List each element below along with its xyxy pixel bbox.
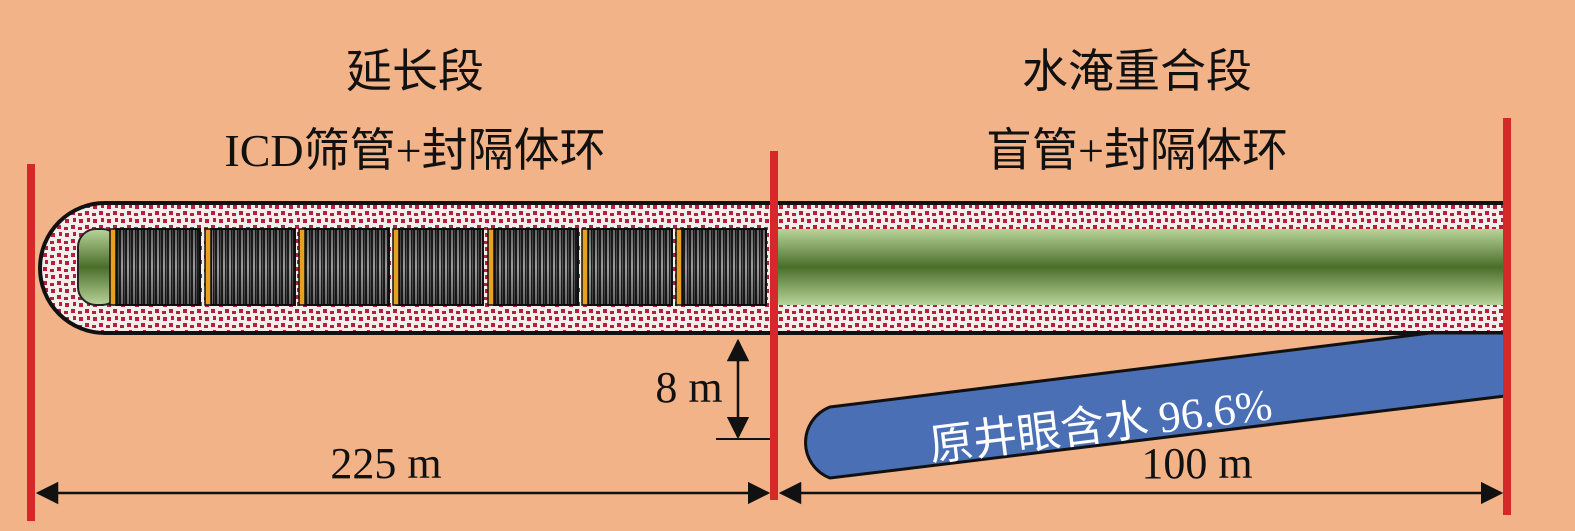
icd-screen-joint — [298, 228, 390, 306]
icd-screen-joint — [109, 228, 201, 306]
blank-pipe — [775, 229, 1505, 305]
extension-completion-label: ICD筛管+封隔体环 — [224, 125, 605, 176]
icd-screen-joint — [204, 228, 296, 306]
icd-collar — [581, 228, 589, 306]
icd-collar — [204, 228, 212, 306]
vertical-offset-label: 8 m — [655, 363, 722, 412]
extension-section-title: 延长段 — [346, 46, 484, 97]
icd-collar — [487, 228, 495, 306]
icd-screen-joint — [392, 228, 484, 306]
original-wellbore — [804, 331, 1507, 480]
icd-collar — [298, 228, 306, 306]
icd-collar — [675, 228, 683, 306]
icd-screen-joints — [109, 228, 767, 306]
icd-screen-joint — [675, 228, 767, 306]
overlap-completion-label: 盲管+封隔体环 — [986, 125, 1288, 176]
overlap-length-label: 100 m — [1141, 439, 1252, 488]
icd-screen-joint — [581, 228, 673, 306]
extension-length-label: 225 m — [330, 439, 441, 488]
overlap-section-title: 水淹重合段 — [1022, 46, 1252, 97]
icd-screen-joint — [487, 228, 579, 306]
icd-collar — [392, 228, 400, 306]
icd-collar — [109, 228, 117, 306]
